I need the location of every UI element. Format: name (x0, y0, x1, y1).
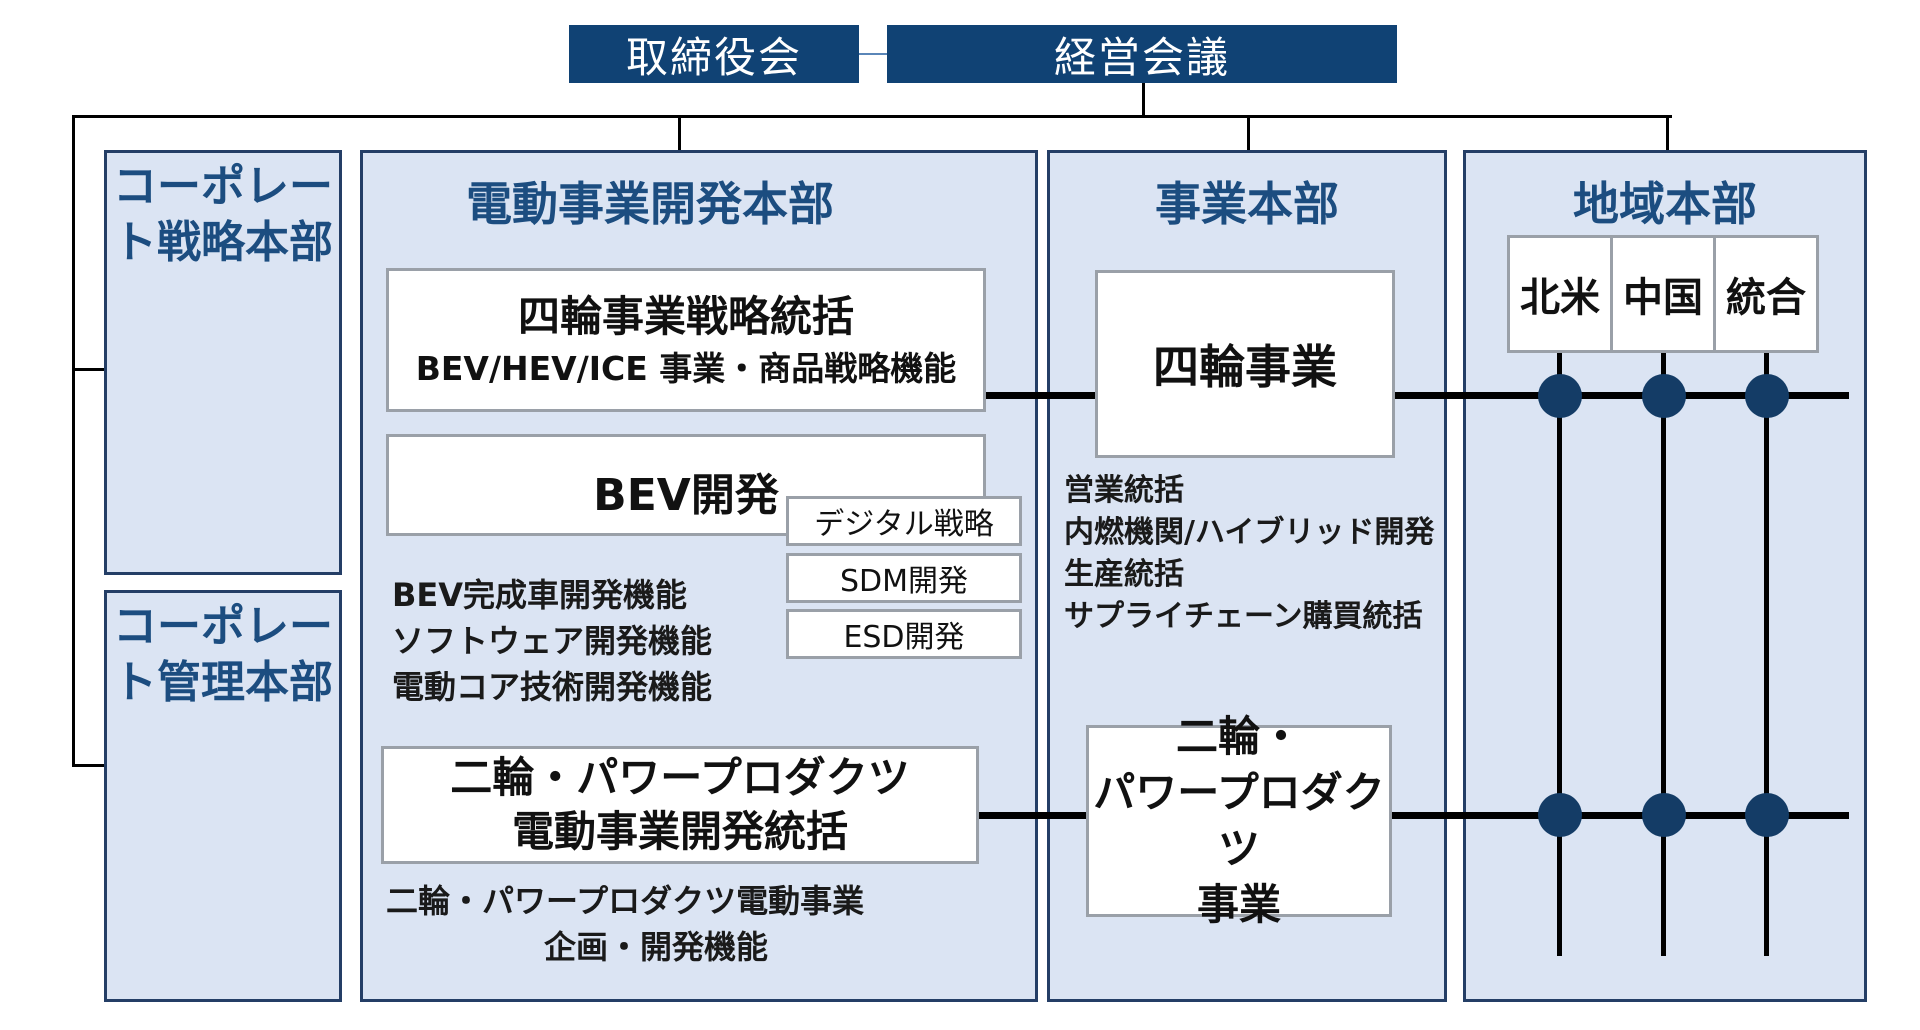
board-connector (859, 53, 887, 55)
two-wheel-link-left (979, 812, 1086, 819)
tree-drop-business (1247, 115, 1250, 150)
junction-dot (1745, 793, 1789, 837)
bev-dev-title: BEV開発 (593, 470, 779, 521)
two-wheel-business-line: 二輪・ (1175, 712, 1302, 761)
two-wheel-function-item: 二輪・パワープロダクツ電動事業 (386, 882, 865, 920)
bev-function-item: ソフトウェア開発機能 (392, 622, 713, 660)
four-wheel-function-item: 生産統括 (1064, 557, 1184, 592)
four-wheel-business-title: 四輪事業 (1153, 340, 1337, 394)
tree-trunk (1142, 83, 1145, 117)
tree-drop-regional (1666, 115, 1669, 150)
two-wheel-business-line: パワープロダクツ (1093, 768, 1385, 873)
bev-dev-box: BEV開発 (386, 434, 986, 536)
region-line-china (1661, 353, 1666, 956)
corporate-strategy-title: コーポレート戦略本部 (113, 161, 333, 268)
bev-function-item: 電動コア技術開発機能 (392, 668, 713, 706)
region-china: 中国 (1610, 235, 1716, 353)
two-wheel-functions: 二輪・パワープロダクツ電動事業 企画・開発機能 (386, 878, 926, 970)
two-wheel-function-item: 企画・開発機能 (543, 928, 768, 966)
four-wheel-functions: 営業統括 内燃機関/ハイブリッド開発 生産統括 サプライチェーン購買統括 (1064, 470, 1434, 638)
four-wheel-function-item: 営業統括 (1064, 473, 1184, 508)
ev-dev-title: 電動事業開発本部 (466, 177, 834, 231)
board-box: 取締役会 (569, 25, 859, 83)
four-wheel-strategy-sub: BEV/HEV/ICE 事業・商品戦略機能 (415, 349, 957, 388)
bev-function-item: BEV完成車開発機能 (392, 576, 688, 614)
four-wheel-function-item: サプライチェーン購買統括 (1064, 599, 1423, 634)
bev-sub-esd: ESD開発 (786, 609, 1022, 659)
tree-top-line (72, 115, 1672, 118)
two-wheel-business-line: 事業 (1196, 880, 1281, 929)
bev-sub-sdm: SDM開発 (786, 553, 1022, 603)
bev-sub-digital: デジタル戦略 (786, 496, 1022, 546)
management-box: 経営会議 (887, 25, 1397, 83)
four-wheel-strategy-title: 四輪事業戦略統括 (517, 292, 854, 341)
four-wheel-business-box: 四輪事業 (1095, 270, 1395, 458)
junction-dot (1642, 374, 1686, 418)
corporate-admin-title: コーポレート管理本部 (113, 601, 333, 708)
bev-functions: BEV完成車開発機能 ソフトウェア開発機能 電動コア技術開発機能 (392, 572, 712, 710)
two-wheel-ev-box: 二輪・パワープロダクツ 電動事業開発統括 (381, 746, 979, 864)
region-line-integrated (1764, 353, 1769, 956)
two-wheel-ev-line2: 電動事業開発統括 (511, 807, 848, 856)
junction-dot (1745, 374, 1789, 418)
two-wheel-link-right (1392, 812, 1849, 819)
four-wheel-strategy-box: 四輪事業戦略統括 BEV/HEV/ICE 事業・商品戦略機能 (386, 268, 986, 412)
four-wheel-link-right (1395, 392, 1849, 399)
tree-left-admin (72, 764, 104, 767)
junction-dot (1538, 374, 1582, 418)
tree-left-drop (72, 115, 75, 765)
corporate-admin-panel: コーポレート管理本部 (104, 590, 342, 1002)
four-wheel-function-item: 内燃機関/ハイブリッド開発 (1064, 515, 1435, 550)
junction-dot (1642, 793, 1686, 837)
region-line-north-america (1557, 353, 1562, 956)
junction-dot (1538, 793, 1582, 837)
region-north-america: 北米 (1507, 235, 1613, 353)
tree-left-strategy (72, 368, 104, 371)
two-wheel-business-box: 二輪・ パワープロダクツ 事業 (1086, 712, 1392, 929)
business-title: 事業本部 (1155, 177, 1339, 231)
tree-drop-ev (678, 115, 681, 152)
region-integrated: 統合 (1713, 235, 1819, 353)
two-wheel-ev-line1: 二輪・パワープロダクツ (450, 753, 910, 802)
corporate-strategy-panel: コーポレート戦略本部 (104, 150, 342, 575)
four-wheel-link-left (986, 392, 1095, 399)
regional-title: 地域本部 (1573, 177, 1757, 231)
